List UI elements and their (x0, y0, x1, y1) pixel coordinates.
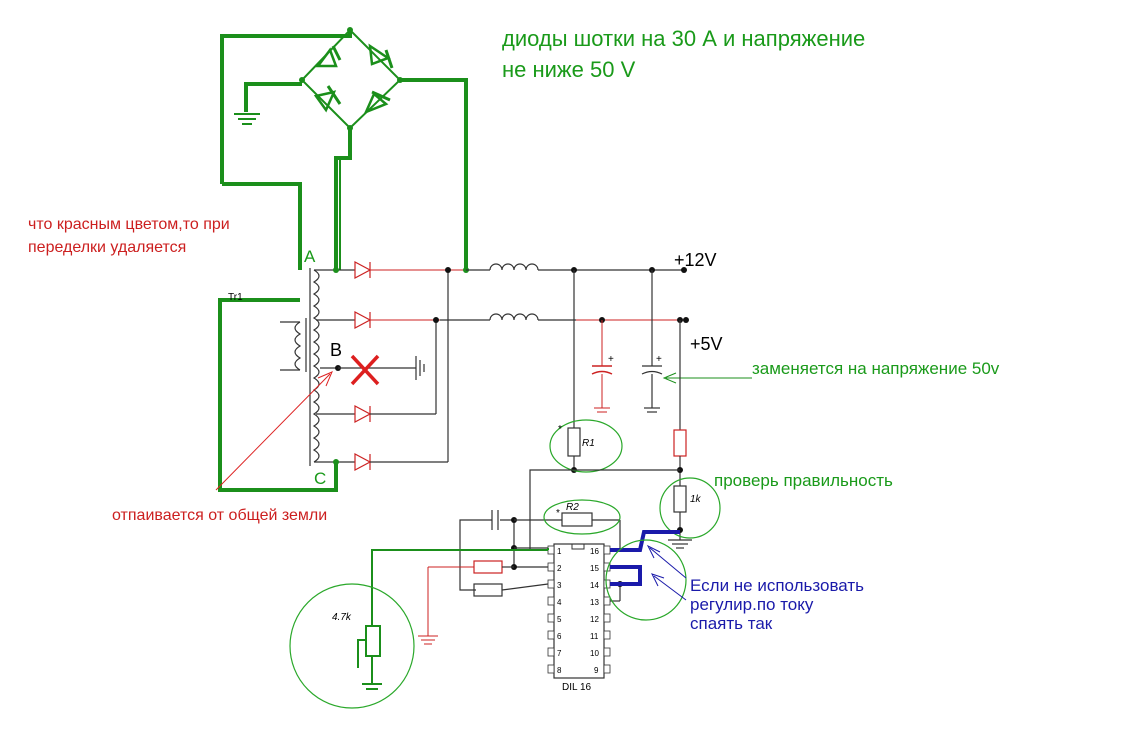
output-rails (440, 263, 689, 323)
red-note-line2: переделки удаляется (28, 239, 186, 256)
resistor-pin3 (473, 583, 503, 597)
resistor-r2 (561, 512, 593, 527)
star-r1: * (558, 424, 562, 435)
tr1-label: Tr1 (228, 292, 243, 303)
replace-50v-note: заменяется на напряжение 50v (752, 359, 1000, 378)
pin-label: 8 (557, 666, 562, 675)
pot-label: 4.7k (332, 612, 352, 623)
diode-lower-2 (336, 453, 448, 471)
check-note: проверь правильность (714, 471, 893, 490)
r1-label: R1 (582, 438, 595, 449)
pin-label: 7 (557, 649, 562, 658)
cap-plus-5v: + (608, 354, 614, 365)
pot-ground-icon (362, 683, 382, 690)
center-tap-b (338, 354, 425, 386)
v12-label: +12V (674, 250, 717, 270)
schottky-note-line2: не ниже 50 V (502, 57, 636, 82)
pin-label: 10 (590, 649, 599, 658)
pin-label: 14 (590, 581, 599, 590)
cap-plus-12v: + (656, 354, 662, 365)
resistor-r1 (567, 270, 581, 473)
bridge-ground-icon (234, 113, 260, 125)
potentiometer-4k7 (357, 548, 549, 690)
pin-label: 15 (590, 564, 599, 573)
pin-label: 12 (590, 615, 599, 624)
pin-label: 2 (557, 564, 562, 573)
pin-label: 5 (557, 615, 562, 624)
blue-arrows (646, 544, 687, 601)
v5-label: +5V (690, 334, 723, 354)
tap-ground-icon (415, 356, 425, 380)
blue-jumper (610, 530, 680, 586)
r1k-label: 1k (690, 494, 702, 505)
chip-label: DIL 16 (562, 682, 592, 693)
inductor-5v (489, 313, 539, 321)
pin-label: 16 (590, 547, 599, 556)
diode-lower-1 (316, 405, 436, 423)
green-wiring (218, 30, 468, 492)
bridge-diode-2 (368, 43, 394, 69)
bridge-diode-1 (315, 45, 342, 68)
tap-a-label: A (304, 247, 316, 266)
unsolder-arrow (215, 371, 333, 491)
circle-1k (659, 477, 721, 539)
resistor-upper (673, 429, 687, 457)
r2-label: R2 (566, 502, 579, 513)
pin2-ground-icon (418, 635, 438, 645)
replace-arrow (662, 372, 752, 384)
ic-right-pins (603, 545, 611, 674)
pin-label: 3 (557, 581, 562, 590)
circle-pot (289, 583, 415, 709)
output-diodes (316, 261, 469, 471)
circle-r2 (543, 499, 621, 535)
tap-c-label: C (314, 469, 326, 488)
schottky-note-line1: диоды шотки на 30 А и напряжение (502, 26, 865, 51)
tap-b-label: B (330, 340, 342, 360)
diode-5v (316, 311, 440, 329)
capacitor-5v (591, 320, 613, 413)
unsolder-note: отпаивается от общей земли (112, 507, 327, 524)
star-r2: * (556, 508, 560, 519)
capacitor-12v (641, 270, 663, 413)
pin-label: 9 (594, 666, 599, 675)
bridge-diode-4 (363, 90, 391, 115)
current-note-line1: Если не использовать (690, 576, 864, 595)
ic-dil16: 1 2 3 4 5 6 7 8 16 15 14 13 12 11 10 9 (547, 543, 611, 679)
current-note-line2: регулир.по току (690, 595, 814, 614)
current-note-line3: спаять так (690, 614, 773, 633)
divider-ground-icon (668, 539, 692, 549)
pin-label: 11 (590, 632, 599, 641)
circle-jumper (605, 539, 687, 621)
diode-bridge (299, 27, 403, 131)
bridge-outline (300, 28, 402, 130)
resistor-1k (673, 485, 687, 513)
transformer-tr1 (280, 268, 341, 466)
red-note-line1: что красным цветом,то при (28, 216, 230, 233)
pin-label: 6 (557, 632, 562, 641)
inductor-12v (489, 263, 539, 271)
pin-label: 13 (590, 598, 599, 607)
pin-label: 1 (557, 547, 562, 556)
bridge-diode-3 (313, 85, 342, 113)
ic-left-pins (547, 545, 555, 674)
resistor-pin2 (473, 560, 503, 574)
pin-label: 4 (557, 598, 562, 607)
circle-r1 (549, 419, 623, 473)
